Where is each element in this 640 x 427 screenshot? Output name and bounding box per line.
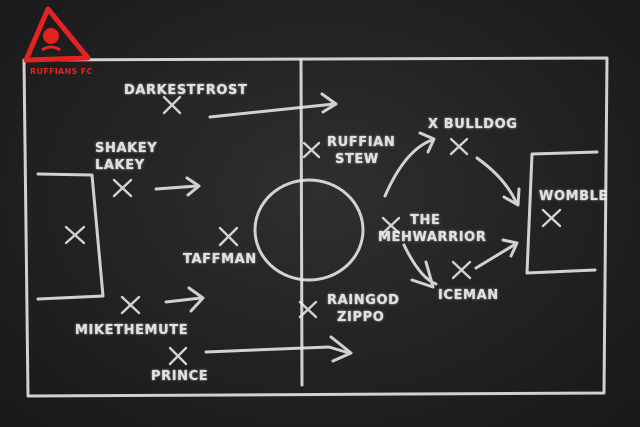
player-name-line: DARKESTFROST xyxy=(124,83,248,98)
player-marker-ruffian-stew xyxy=(302,141,321,159)
arrow-prince xyxy=(204,335,353,363)
player-label-raingod-zippo: RAINGOD ZIPPO xyxy=(327,292,400,326)
player-name-line: X BULLDOG xyxy=(428,117,518,132)
logo-text: RUFFIANS FC xyxy=(30,67,93,76)
player-marker-shakey-lakey xyxy=(112,178,133,198)
player-marker-darkestfrost xyxy=(162,95,182,115)
player-name-line: MIKETHEMUTE xyxy=(75,323,189,338)
arrow-mikethemute xyxy=(164,286,205,313)
player-label-shakey-lakey: SHAKEY LAKEY xyxy=(95,140,157,174)
arrow-mehwarrior-to-bulldog xyxy=(383,131,436,198)
player-label-mikethemute: MIKETHEMUTE xyxy=(75,322,188,339)
player-name-line: PRINCE xyxy=(151,369,209,384)
left-goal-box xyxy=(36,172,105,301)
player-name-line: MEHWARRIOR xyxy=(378,230,487,245)
arrow-mehwarrior-to-iceman xyxy=(402,243,438,289)
player-label-iceman: ICEMAN xyxy=(438,287,499,304)
player-name-line: ZIPPO xyxy=(337,310,385,325)
player-label-prince: PRINCE xyxy=(151,368,208,385)
player-marker-prince xyxy=(168,346,188,366)
arrow-iceman-to-womble xyxy=(474,238,519,270)
right-goal-box xyxy=(525,150,599,275)
player-label-darkestfrost: DARKESTFROST xyxy=(124,82,247,99)
player-marker-raingod-zippo xyxy=(298,300,318,319)
player-name-line: RAINGOD xyxy=(327,293,400,308)
halfway-line xyxy=(299,58,304,387)
player-label-taffman: TAFFMAN xyxy=(183,251,257,268)
player-name-line: ICEMAN xyxy=(438,288,499,303)
player-marker-taffman xyxy=(218,226,239,247)
player-label-the-mehwarrior: THE MEHWARRIOR xyxy=(378,212,486,246)
player-label-x-bulldog: X BULLDOG xyxy=(428,116,518,133)
arrow-bulldog-to-womble xyxy=(475,156,521,207)
player-name-line: LAKEY xyxy=(95,158,145,173)
warning-triangle-face-icon xyxy=(23,6,91,63)
player-name-line: RUFFIAN xyxy=(327,135,396,150)
player-marker-goalkeeper xyxy=(64,225,86,245)
arrow-shakey-lakey xyxy=(154,176,201,197)
player-marker-mikethemute xyxy=(120,295,141,315)
player-marker-the-mehwarrior xyxy=(381,216,401,235)
player-name-line: SHAKEY xyxy=(95,141,158,156)
player-name-line: THE xyxy=(410,213,441,228)
arrow-darkestfrost xyxy=(208,92,338,119)
player-label-womble: WOMBLE xyxy=(539,188,608,205)
player-name-line: STEW xyxy=(335,152,379,167)
player-label-ruffian-stew: RUFFIAN STEW xyxy=(327,134,395,168)
player-marker-womble xyxy=(541,208,562,228)
player-name-line: WOMBLE xyxy=(539,189,608,204)
centre-circle xyxy=(253,178,365,282)
player-marker-iceman xyxy=(451,260,472,280)
pitch-outline xyxy=(22,56,609,398)
player-marker-x-bulldog xyxy=(449,137,469,156)
player-name-line: TAFFMAN xyxy=(183,252,257,267)
